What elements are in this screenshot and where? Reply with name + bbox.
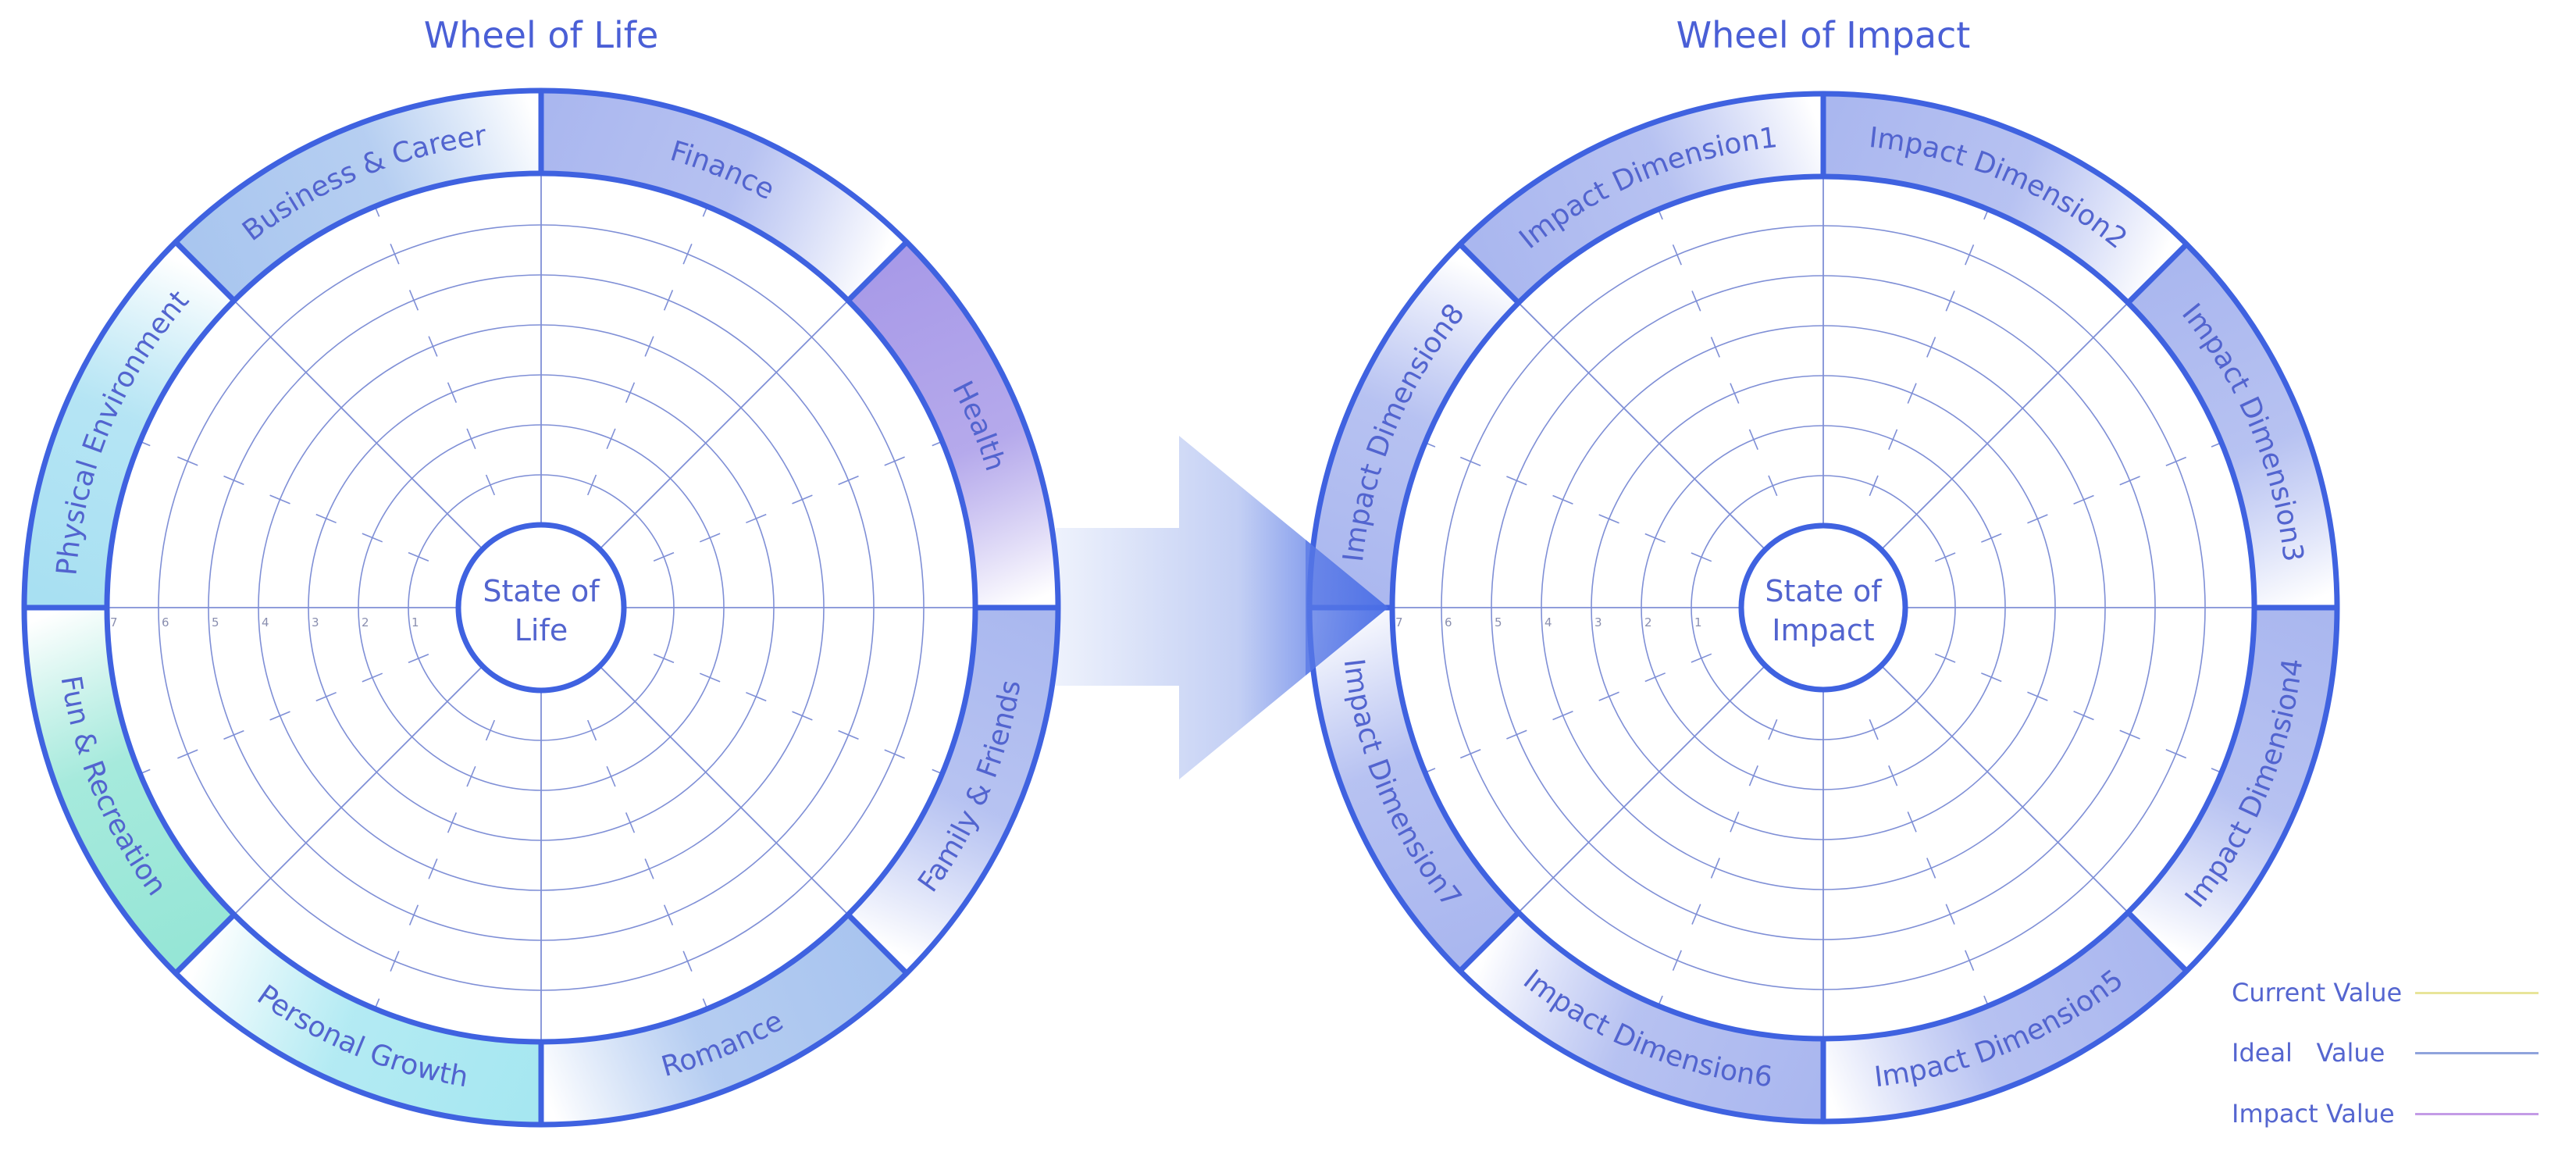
scale-tick-label: 1 xyxy=(412,615,419,629)
scale-tick-label: 7 xyxy=(1395,615,1403,629)
legend-label: Current Value xyxy=(2232,978,2403,1007)
center-label: Life xyxy=(515,613,568,647)
legend-item-impact: Impact Value xyxy=(2232,1094,2539,1133)
scale-tick-label: 3 xyxy=(1594,615,1602,629)
scale-tick-label: 4 xyxy=(1545,615,1552,629)
segment-band xyxy=(24,608,234,974)
scale-tick-label: 7 xyxy=(110,615,118,629)
segment-band xyxy=(1309,608,1519,972)
segment-band xyxy=(2128,608,2337,972)
impact-value-line-icon xyxy=(2415,1112,2539,1115)
ideal-value-line-icon xyxy=(2415,1051,2539,1054)
segment-band xyxy=(1459,912,1823,1122)
center-label: Impact xyxy=(1772,613,1874,647)
legend-label: Ideal Value xyxy=(2232,1038,2385,1068)
segment-band xyxy=(2128,244,2337,608)
center-label: State of xyxy=(1765,574,1883,608)
center-hub xyxy=(455,522,627,694)
segment-band xyxy=(1309,244,1519,608)
wheel-of-life-title: Wheel of Life xyxy=(423,14,659,56)
scale-tick-label: 2 xyxy=(1644,615,1652,629)
segment-band xyxy=(541,91,907,301)
center-label: State of xyxy=(483,574,600,608)
center-hub xyxy=(1738,522,1908,693)
scale-tick-label: 2 xyxy=(362,615,369,629)
segment-band xyxy=(1823,94,2187,303)
segment-band xyxy=(848,608,1058,974)
scale-tick-label: 6 xyxy=(1445,615,1452,629)
segment-band xyxy=(1823,912,2187,1122)
arrow-tip-overlay xyxy=(1306,539,1388,676)
transition-arrow-icon xyxy=(1056,436,1388,779)
segment-band xyxy=(175,91,541,301)
legend-label: Impact Value xyxy=(2232,1099,2395,1129)
legend-item-current: Current Value xyxy=(2232,973,2539,1012)
wheel-of-impact-title: Wheel of Impact xyxy=(1676,14,1971,56)
scale-tick-label: 5 xyxy=(212,615,219,629)
segment-band xyxy=(541,915,907,1125)
segment-band xyxy=(848,241,1058,608)
scale-tick-label: 1 xyxy=(1694,615,1702,629)
scale-tick-label: 3 xyxy=(312,615,319,629)
segment-band xyxy=(175,915,541,1125)
legend-item-ideal: Ideal Value xyxy=(2232,1033,2539,1072)
scale-tick-label: 5 xyxy=(1495,615,1502,629)
scale-tick-label: 6 xyxy=(162,615,169,629)
current-value-line-icon xyxy=(2415,991,2539,994)
segment-band xyxy=(1459,94,1823,303)
segment-band xyxy=(24,241,234,608)
scale-tick-label: 4 xyxy=(262,615,269,629)
